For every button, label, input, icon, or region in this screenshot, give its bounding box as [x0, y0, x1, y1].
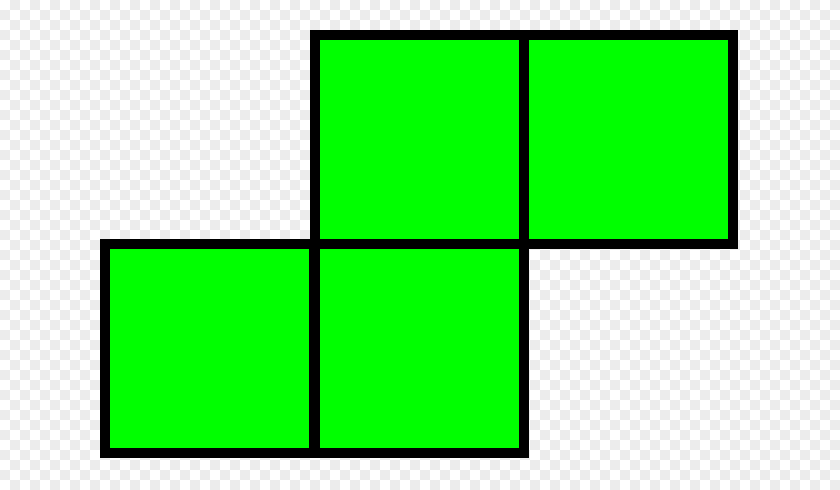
tetromino-block-top-right	[519, 30, 738, 249]
tetromino-block-bottom-right	[310, 239, 529, 458]
tetromino-block-bottom-left	[100, 239, 319, 458]
tetromino-block-top-left	[310, 30, 529, 249]
